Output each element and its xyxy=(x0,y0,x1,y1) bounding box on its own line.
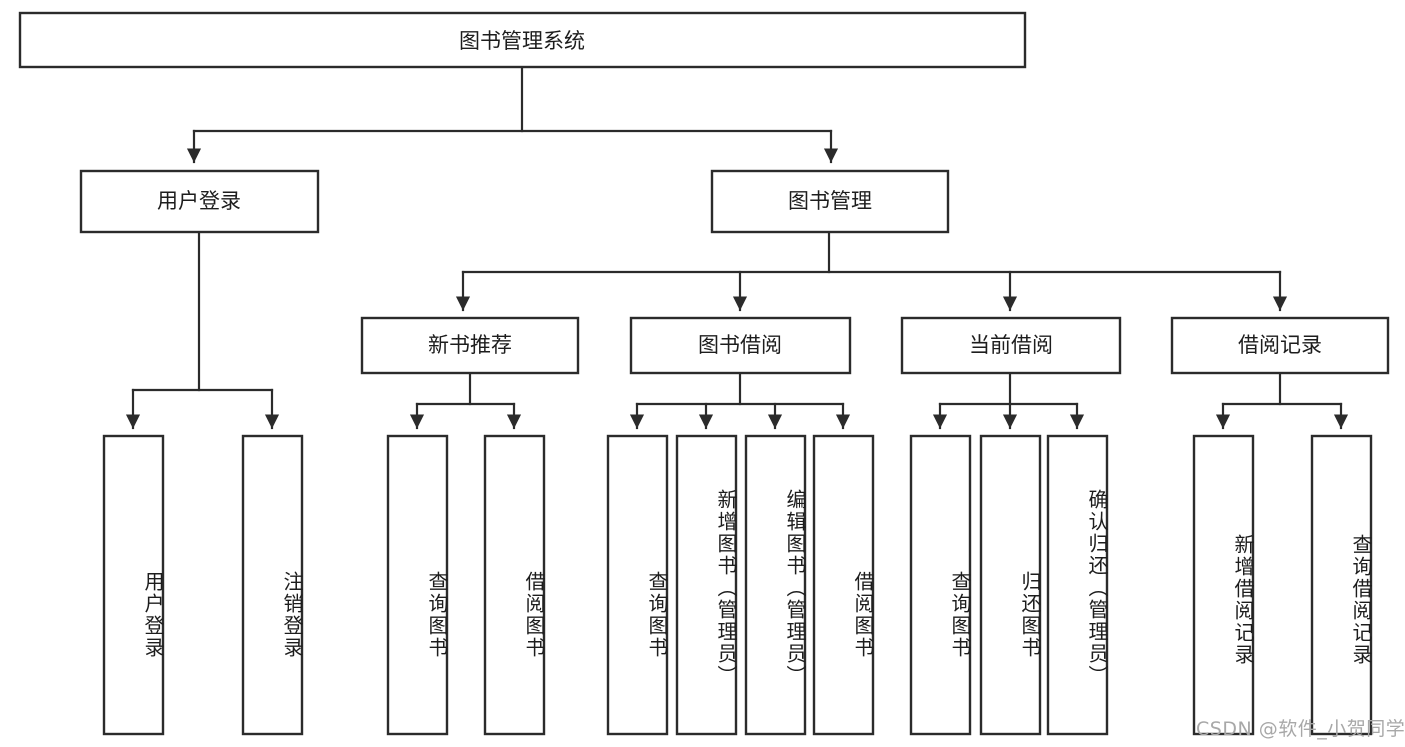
node-user-login-label: 用户登录 xyxy=(157,189,241,213)
leaf-node-borrow-lend[interactable] xyxy=(812,434,875,736)
node-current-borrow[interactable]: 当前借阅 xyxy=(900,316,1122,375)
node-root-system[interactable]: 图书管理系统 xyxy=(18,11,1027,69)
leaf-node-user-login-login[interactable] xyxy=(102,434,165,736)
node-borrow-record-label: 借阅记录 xyxy=(1238,333,1322,357)
connector-current-to-leaves xyxy=(932,371,1085,430)
node-current-borrow-label: 当前借阅 xyxy=(969,333,1053,357)
leaf-node-borrow-edit[interactable] xyxy=(744,434,807,736)
leaf-node-user-login-logout[interactable] xyxy=(241,434,304,736)
connector-record-to-leaves xyxy=(1215,371,1349,430)
leaf-node-borrow-query[interactable] xyxy=(606,434,669,736)
node-borrow-record[interactable]: 借阅记录 xyxy=(1170,316,1390,375)
leaf-node-record-add[interactable] xyxy=(1192,434,1255,736)
leaf-node-newbook-query[interactable] xyxy=(386,434,449,736)
connector-userlogin-to-leaves xyxy=(125,230,280,430)
node-book-management-label: 图书管理 xyxy=(788,189,872,213)
node-book-borrow[interactable]: 图书借阅 xyxy=(629,316,852,375)
leaf-node-newbook-borrow[interactable] xyxy=(483,434,546,736)
leaf-node-borrow-add[interactable] xyxy=(675,434,738,736)
leaf-node-record-query[interactable] xyxy=(1310,434,1373,736)
connector-root-to-level2 xyxy=(186,65,839,164)
node-book-management[interactable]: 图书管理 xyxy=(710,169,950,234)
connector-borrow-to-leaves xyxy=(629,371,851,430)
leaf-node-current-query[interactable] xyxy=(909,434,972,736)
node-new-book-recommend-label: 新书推荐 xyxy=(428,333,512,357)
leaf-node-current-return[interactable] xyxy=(979,434,1042,736)
node-book-borrow-label: 图书借阅 xyxy=(698,333,782,357)
csdn-watermark: CSDN @软件_小贺同学 xyxy=(1196,718,1405,740)
node-new-book-recommend[interactable]: 新书推荐 xyxy=(360,316,580,375)
node-root-system-label: 图书管理系统 xyxy=(459,29,585,53)
node-user-login[interactable]: 用户登录 xyxy=(79,169,320,234)
connector-newbook-to-leaves xyxy=(409,371,522,430)
leaf-node-current-confirm-return[interactable] xyxy=(1046,434,1109,736)
connector-bookmgmt-to-level3 xyxy=(455,230,1288,312)
